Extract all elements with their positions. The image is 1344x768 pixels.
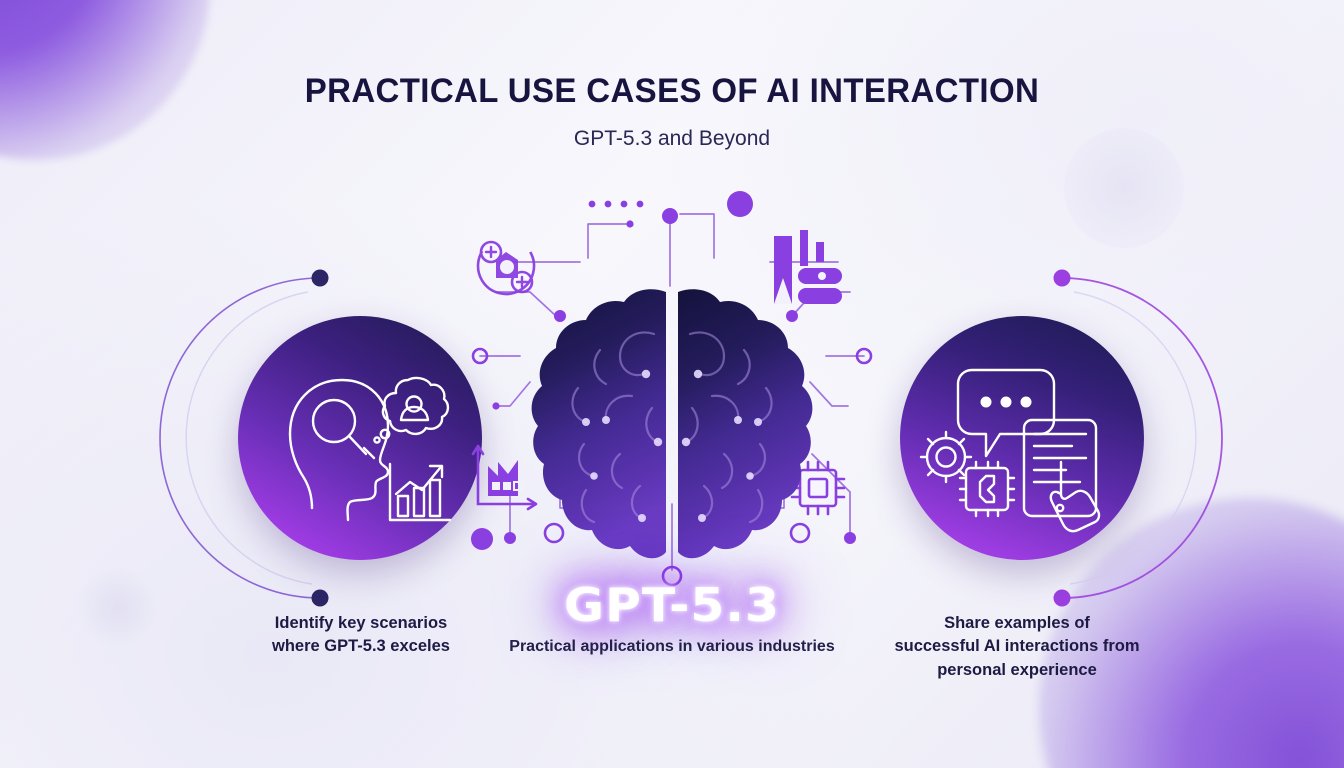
header: PRACTICAL USE CASES OF AI INTERACTION GP… xyxy=(0,72,1344,151)
center-caption: Practical applications in various indust… xyxy=(509,638,835,655)
gear-microchip-icon xyxy=(919,430,1016,518)
brain-center-label: GPT-5.3 xyxy=(564,578,780,632)
page-title: PRACTICAL USE CASES OF AI INTERACTION xyxy=(304,72,1040,110)
microchip-icon xyxy=(790,460,846,516)
brain-right-hemisphere xyxy=(678,289,813,559)
page-subtitle: GPT-5.3 and Beyond xyxy=(573,127,771,150)
right-caption-line-2: successful AI interactions from xyxy=(894,637,1140,656)
brain-shape xyxy=(531,289,813,559)
left-panel xyxy=(159,269,510,607)
head-profile-search-icon xyxy=(288,378,390,522)
circuit-node-hollow xyxy=(471,347,873,587)
right-arc-dot-top xyxy=(1053,269,1071,287)
background-circle-bottom-left xyxy=(78,568,156,646)
left-circle-graphic xyxy=(238,316,482,560)
right-arc-dot-bottom xyxy=(1053,589,1071,607)
right-panel-caption: Share examples of successful AI interact… xyxy=(862,612,1172,682)
growth-bar-chart-icon xyxy=(388,462,452,522)
right-circle-graphic xyxy=(900,316,1144,560)
brain-node xyxy=(681,369,762,522)
brain-left-hemisphere xyxy=(531,289,666,559)
tablet-touch-hand-icon xyxy=(1022,418,1101,533)
speech-bubble-dots-icon xyxy=(956,368,1056,458)
left-arc-dot-bottom xyxy=(311,589,329,607)
circuit-dotted-row xyxy=(588,200,644,208)
medical-photo-icon xyxy=(476,236,536,296)
right-panel xyxy=(872,269,1223,607)
thought-bubble-person-icon xyxy=(373,376,450,444)
left-arc-dot-top xyxy=(311,269,329,287)
brain-node xyxy=(582,369,663,522)
factory-industry-icon xyxy=(774,230,842,304)
factory-growth-chart-icon xyxy=(471,444,538,511)
left-caption-line-1: Identify key scenarios xyxy=(274,614,448,632)
left-illustration xyxy=(288,376,452,522)
left-panel-caption: Identify key scenarios where GPT-5.3 exc… xyxy=(218,612,504,659)
right-caption-line-1: Share examples of xyxy=(944,614,1090,632)
right-caption-line-3: personal experience xyxy=(937,660,1097,679)
center-brain-graphic: GPT-5.3 xyxy=(452,186,892,632)
left-decorative-arc xyxy=(159,269,329,607)
right-illustration xyxy=(919,368,1101,533)
right-decorative-arc xyxy=(1053,269,1223,607)
left-caption-line-2: where GPT-5.3 exceles xyxy=(272,637,450,656)
